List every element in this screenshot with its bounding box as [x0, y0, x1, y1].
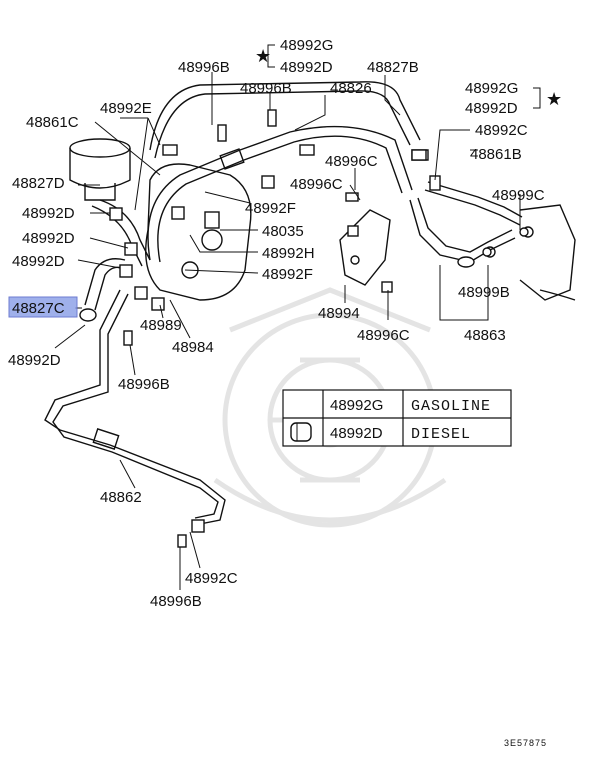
callout-48827b[interactable]: 48827B: [367, 59, 419, 76]
callout-48861c[interactable]: 48861C: [26, 114, 79, 131]
callout-48992f-1[interactable]: 48992F: [245, 200, 296, 217]
diagram-code: 3E57875: [504, 738, 547, 748]
callout-48996c-1[interactable]: 48996C: [325, 153, 378, 170]
callout-48996c-3[interactable]: 48996C: [357, 327, 410, 344]
callout-48827d[interactable]: 48827D: [12, 175, 65, 192]
callout-48862[interactable]: 48862: [100, 489, 142, 506]
callout-48992f-2[interactable]: 48992F: [262, 266, 313, 283]
legend-row-2-part: 48992D: [330, 425, 383, 442]
highlight-48827c: [8, 296, 78, 318]
hose-48826: [147, 125, 413, 263]
callout-48992e[interactable]: 48992E: [100, 100, 152, 117]
callout-48999b[interactable]: 48999B: [458, 284, 510, 301]
callout-48994[interactable]: 48994: [318, 305, 360, 322]
callout-48992d-l3[interactable]: 48992D: [12, 253, 65, 270]
fuel-legend-table: 48992G GASOLINE 48992D DIESEL: [282, 389, 512, 447]
callout-48826[interactable]: 48826: [330, 80, 372, 97]
callout-48989[interactable]: 48989: [140, 317, 182, 334]
fittings: [109, 109, 529, 548]
callout-48992d-r[interactable]: 48992D: [465, 100, 518, 117]
callout-48984[interactable]: 48984: [172, 339, 214, 356]
callout-48992d-l1[interactable]: 48992D: [22, 205, 75, 222]
callout-48992g-top[interactable]: 48992G: [280, 37, 333, 54]
legend-row-2-fuel: DIESEL: [411, 426, 471, 443]
callout-48992d-l4[interactable]: 48992D: [8, 352, 61, 369]
callout-48861b[interactable]: 48861B: [470, 146, 522, 163]
callout-48827c[interactable]: 48827C: [12, 300, 65, 317]
callout-48996b-4[interactable]: 48996B: [150, 593, 202, 610]
callout-48992c-r[interactable]: 48992C: [475, 122, 528, 139]
callout-48992d-l2[interactable]: 48992D: [22, 230, 75, 247]
tube-48862: [44, 289, 226, 526]
callout-48996b-1[interactable]: 48996B: [178, 59, 230, 76]
callout-48992h[interactable]: 48992H: [262, 245, 315, 262]
tube-48863: [409, 181, 523, 268]
callout-48992g-r[interactable]: 48992G: [465, 80, 518, 97]
reservoir: [69, 138, 131, 201]
star-icon: ★: [255, 46, 271, 66]
star-icon: ★: [546, 89, 562, 109]
callout-48996b-3[interactable]: 48996B: [118, 376, 170, 393]
callout-48996c-2[interactable]: 48996C: [290, 176, 343, 193]
callout-48992c-b[interactable]: 48992C: [185, 570, 238, 587]
callout-48999c[interactable]: 48999C: [492, 187, 545, 204]
pump: [145, 163, 252, 301]
callout-48863[interactable]: 48863: [464, 327, 506, 344]
callout-48035[interactable]: 48035: [262, 223, 304, 240]
callout-labels: 48992G 48992D 48996B 48827B 48992E 48996…: [8, 37, 545, 610]
leader-lines: [54, 44, 541, 590]
callout-48992d-top[interactable]: 48992D: [280, 59, 333, 76]
bracket-48994: [339, 209, 391, 286]
callout-48996b-2[interactable]: 48996B: [240, 80, 292, 97]
grommet-icon: [290, 422, 312, 442]
legend-row-1-part: 48992G: [330, 397, 383, 414]
legend-row-1-fuel: GASOLINE: [411, 398, 491, 415]
